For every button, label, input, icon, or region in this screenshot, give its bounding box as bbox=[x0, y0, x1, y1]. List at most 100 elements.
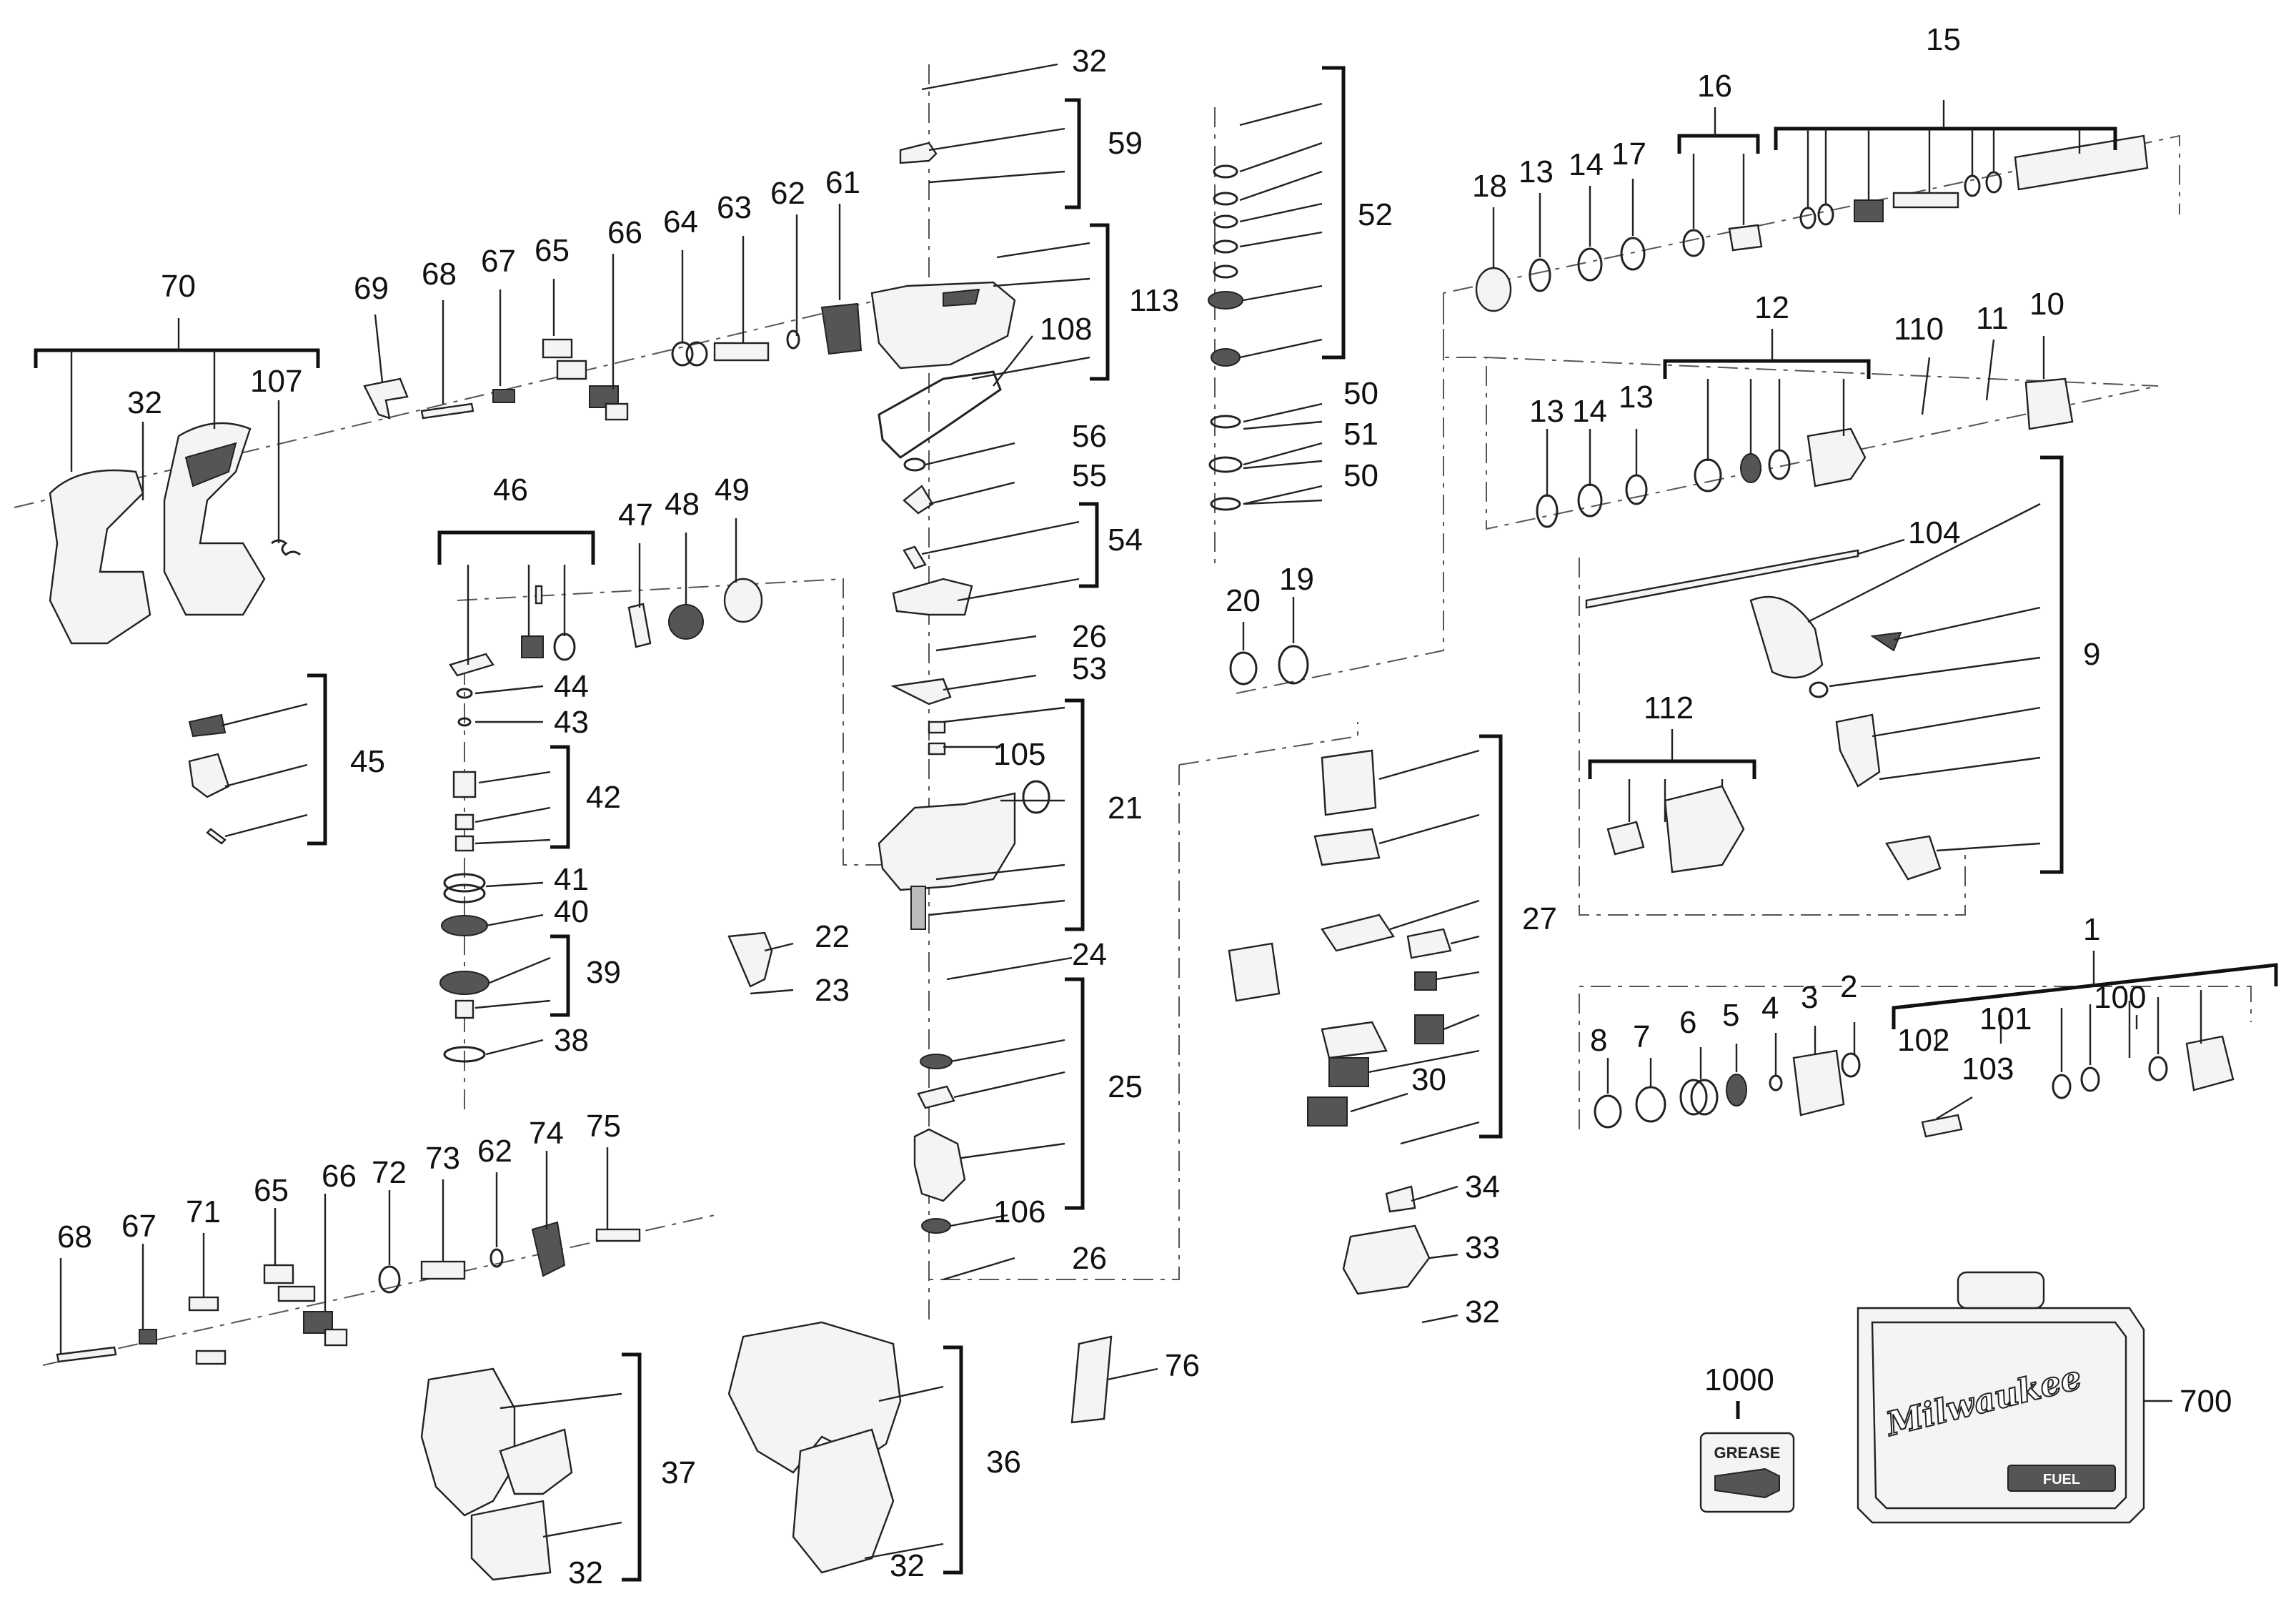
callout-20: 20 bbox=[1226, 583, 1261, 618]
drill-chuck bbox=[1664, 785, 1745, 873]
callout-44: 44 bbox=[554, 669, 589, 704]
side-handle bbox=[1749, 595, 1824, 679]
callout-71: 71 bbox=[186, 1194, 221, 1229]
callout-700: 700 bbox=[2180, 1384, 2232, 1419]
callout-107: 107 bbox=[250, 364, 302, 399]
callout-47: 47 bbox=[618, 497, 653, 533]
callout-66: 66 bbox=[322, 1159, 357, 1194]
assembly-axes bbox=[14, 64, 2252, 1366]
callout-51: 51 bbox=[1343, 417, 1378, 452]
callout-75: 75 bbox=[586, 1109, 621, 1144]
battery-interface bbox=[1342, 1224, 1431, 1295]
callout-64: 64 bbox=[663, 204, 698, 239]
callout-73: 73 bbox=[425, 1141, 460, 1176]
callout-9: 9 bbox=[2083, 637, 2100, 672]
callout-67: 67 bbox=[121, 1209, 156, 1244]
callout-56: 56 bbox=[1072, 419, 1107, 454]
callout-40: 40 bbox=[554, 894, 589, 929]
callout-38: 38 bbox=[554, 1023, 589, 1058]
callout-19: 19 bbox=[1279, 562, 1314, 597]
spring-icon bbox=[271, 539, 301, 556]
callout-13: 13 bbox=[1519, 154, 1554, 189]
callout-41: 41 bbox=[554, 862, 589, 897]
cylinder-housing bbox=[878, 792, 1016, 891]
rating-label bbox=[1070, 1335, 1113, 1424]
callout-53: 53 bbox=[1072, 651, 1107, 686]
callout-16: 16 bbox=[1697, 69, 1732, 104]
callout-14: 14 bbox=[1569, 147, 1604, 182]
callout-45: 45 bbox=[350, 744, 385, 779]
callout-36: 36 bbox=[986, 1445, 1021, 1480]
armature bbox=[913, 1128, 966, 1202]
callout-11: 11 bbox=[1976, 301, 2009, 336]
callout-65: 65 bbox=[535, 233, 570, 268]
callout-27: 27 bbox=[1522, 901, 1557, 936]
callout-68: 68 bbox=[57, 1219, 92, 1254]
callout-68: 68 bbox=[422, 257, 457, 292]
callout-50: 50 bbox=[1343, 376, 1378, 411]
leader-lines bbox=[59, 63, 2202, 1560]
motor-housing-half-left bbox=[420, 1367, 516, 1517]
callout-7: 7 bbox=[1633, 1019, 1650, 1054]
callout-numbers: 70 32 107 69 68 67 65 66 64 63 62 61 32 … bbox=[57, 22, 2232, 1590]
callout-23: 23 bbox=[815, 973, 850, 1008]
callout-50: 50 bbox=[1343, 458, 1378, 493]
callout-70: 70 bbox=[161, 269, 196, 304]
callout-34: 34 bbox=[1465, 1169, 1500, 1204]
callout-63: 63 bbox=[717, 190, 752, 225]
parts-artwork bbox=[49, 134, 2235, 1581]
callout-67: 67 bbox=[481, 244, 516, 279]
callout-22: 22 bbox=[815, 919, 850, 954]
callout-74: 74 bbox=[529, 1116, 564, 1151]
callout-61: 61 bbox=[825, 165, 860, 200]
callout-26: 26 bbox=[1072, 619, 1107, 654]
callout-52: 52 bbox=[1358, 197, 1393, 232]
callout-46: 46 bbox=[493, 472, 528, 508]
callout-55: 55 bbox=[1072, 458, 1107, 493]
callout-108: 108 bbox=[1040, 312, 1092, 347]
callout-13: 13 bbox=[1619, 380, 1654, 415]
callout-30: 30 bbox=[1411, 1062, 1446, 1097]
callout-102: 102 bbox=[1897, 1023, 1949, 1058]
callout-66: 66 bbox=[607, 215, 642, 250]
callout-13: 13 bbox=[1529, 394, 1564, 429]
callout-72: 72 bbox=[372, 1155, 407, 1190]
callout-26: 26 bbox=[1072, 1241, 1107, 1276]
callout-21: 21 bbox=[1108, 791, 1143, 826]
callout-106: 106 bbox=[993, 1194, 1045, 1229]
callout-54: 54 bbox=[1108, 523, 1143, 558]
callout-101: 101 bbox=[1979, 1001, 2032, 1036]
case-badge: FUEL bbox=[2043, 1472, 2080, 1487]
callout-24: 24 bbox=[1072, 937, 1107, 972]
callout-1: 1 bbox=[2083, 912, 2100, 947]
callout-3: 3 bbox=[1801, 980, 1818, 1015]
callout-43: 43 bbox=[554, 705, 589, 740]
callout-6: 6 bbox=[1679, 1005, 1696, 1040]
callout-1000: 1000 bbox=[1704, 1362, 1774, 1397]
callout-5: 5 bbox=[1722, 998, 1739, 1033]
callout-100: 100 bbox=[2094, 980, 2146, 1015]
callout-18: 18 bbox=[1472, 169, 1507, 204]
callout-14: 14 bbox=[1572, 394, 1607, 429]
callout-12: 12 bbox=[1754, 290, 1789, 325]
group-brackets bbox=[34, 66, 2278, 1582]
callout-105: 105 bbox=[993, 737, 1045, 772]
callout-32: 32 bbox=[890, 1548, 925, 1583]
case-handle-icon bbox=[1957, 1271, 2045, 1309]
callout-32: 32 bbox=[127, 385, 162, 420]
carrying-case: Milwaukee FUEL bbox=[1857, 1271, 2145, 1524]
control-board bbox=[1228, 942, 1281, 1002]
callout-76: 76 bbox=[1165, 1348, 1200, 1383]
grease-box: GREASE bbox=[1699, 1432, 1795, 1513]
callout-32: 32 bbox=[1465, 1294, 1500, 1330]
callout-17: 17 bbox=[1611, 137, 1646, 172]
callout-62: 62 bbox=[770, 176, 805, 211]
callout-42: 42 bbox=[586, 780, 621, 815]
callout-48: 48 bbox=[665, 487, 700, 522]
callout-33: 33 bbox=[1465, 1230, 1500, 1265]
callout-25: 25 bbox=[1108, 1069, 1143, 1104]
gear-housing bbox=[870, 281, 1016, 370]
callout-113: 113 bbox=[1129, 283, 1179, 318]
callout-112: 112 bbox=[1644, 690, 1694, 726]
